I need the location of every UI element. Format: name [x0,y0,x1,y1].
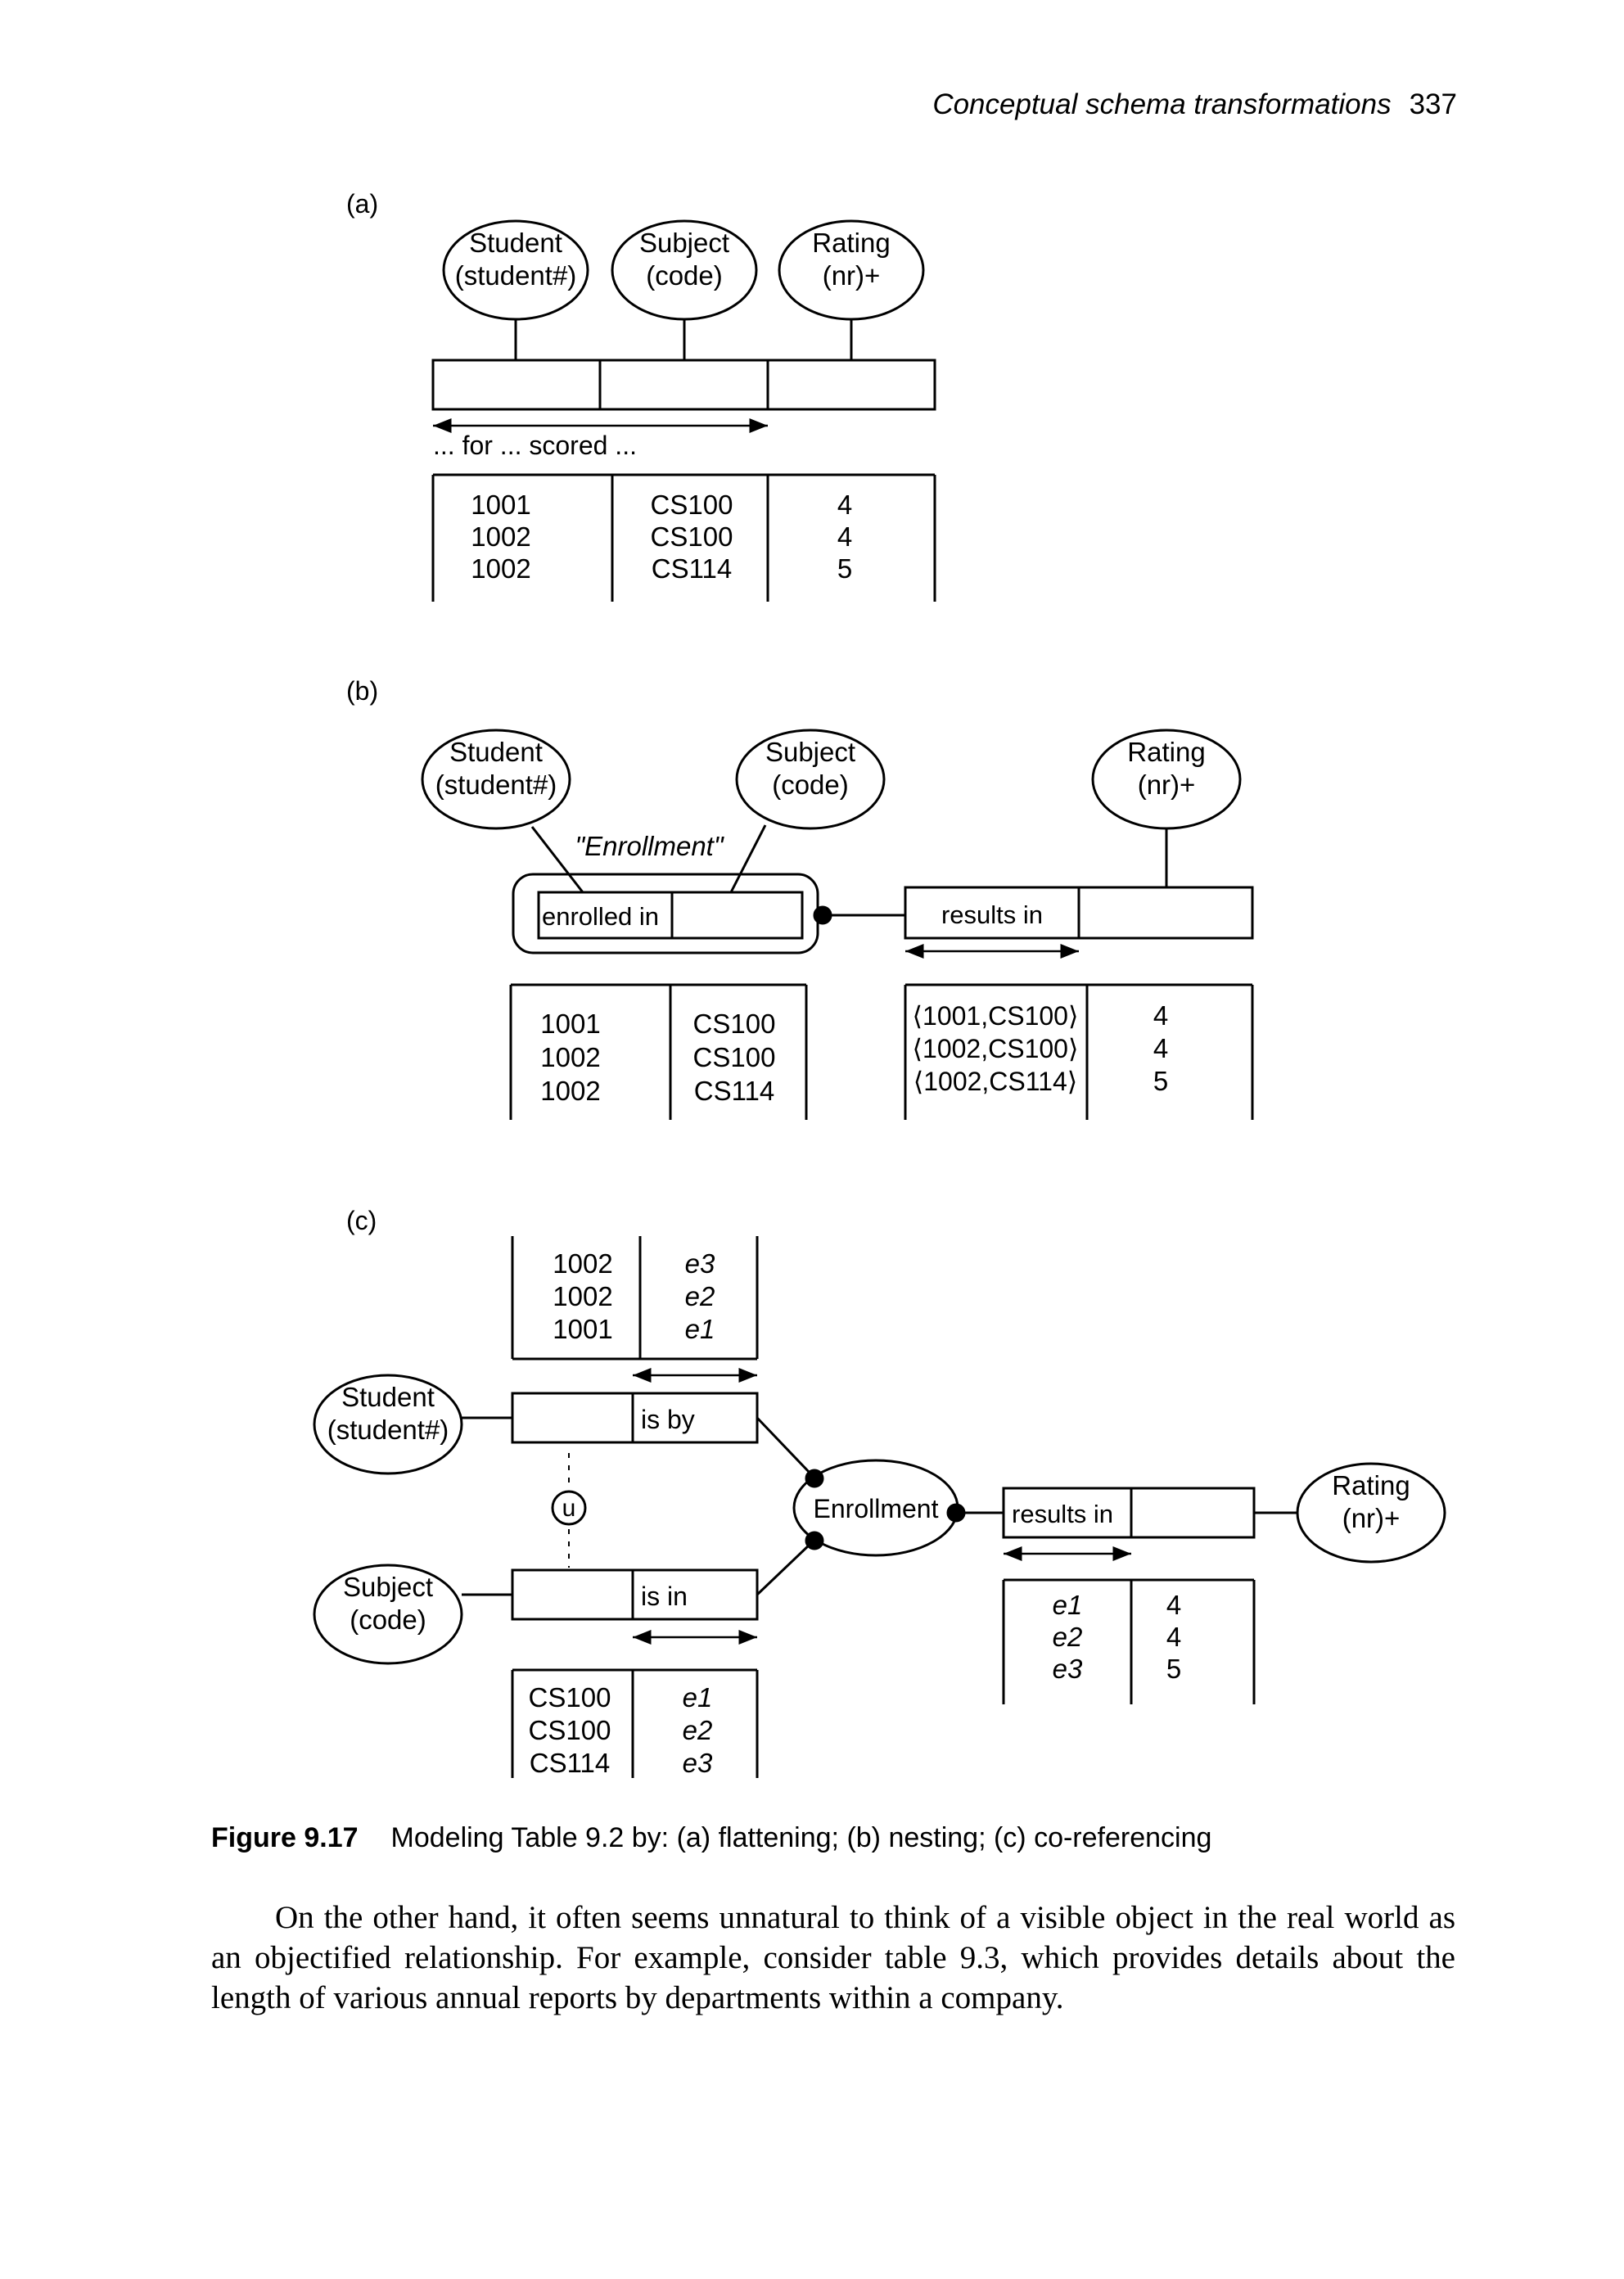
b-c1-r2: CS114 [694,1076,774,1106]
student-entity [313,1374,463,1475]
rating-name: Rating [1332,1470,1410,1501]
b-c0-r1: 1002 [540,1042,600,1072]
panel-a: (a) Student (student#) Subject (code) Ra… [346,189,936,602]
c-bot-c0-r0: CS100 [529,1682,611,1713]
c-top-c0-r2: 1001 [553,1314,612,1344]
a-c0-r2: 1002 [471,553,530,584]
b-res-c1-r2: 5 [1153,1066,1168,1096]
figure-caption-text: Modeling Table 9.2 by: (a) flattening; (… [390,1822,1212,1853]
is-by-fact-box [511,1392,759,1444]
student-ref: (student#) [435,769,557,800]
subject-entity [313,1564,463,1665]
enrollment-name: Enrollment [814,1494,939,1523]
student-entity [421,729,571,830]
page-number: 337 [1409,88,1457,120]
c-bot-c0-r2: CS114 [530,1748,610,1778]
enrolled-in-fact-box [537,891,804,940]
c-res-c0-r0: e1 [1053,1590,1083,1620]
ternary-fact-box [431,359,936,411]
a-c0-r0: 1001 [471,490,530,520]
rating-name: Rating [1127,737,1205,767]
subject-entity [735,729,886,830]
b-c0-r2: 1002 [540,1076,600,1106]
c-bot-c1-r2: e3 [683,1748,713,1778]
subject-name: Subject [343,1572,433,1602]
c-res-c0-r2: e3 [1053,1654,1083,1684]
rating-entity [1296,1462,1446,1564]
b-c1-r1: CS100 [693,1042,776,1072]
c-top-c1-r2: e1 [685,1314,715,1344]
b-res-c1-r1: 4 [1153,1033,1168,1063]
results-in-label: results in [941,900,1043,929]
c-top-c1-r0: e3 [685,1248,715,1279]
subject-ref: (code) [350,1604,426,1635]
c-top-c0-r0: 1002 [553,1248,612,1279]
is-by-label: is by [641,1405,695,1434]
student-ref: (student#) [455,260,577,291]
c-res-c0-r1: e2 [1053,1622,1083,1652]
rating-ref: (nr)+ [823,260,881,291]
a-c2-r2: 5 [837,553,852,584]
body-paragraph: On the other hand, it often seems unnatu… [211,1900,1455,2015]
panel-b-label: (b) [346,676,378,706]
student-name: Student [449,737,543,767]
panel-b: (b) Student (student#) Subject (code) Ra… [346,676,1254,1120]
a-c1-r2: CS114 [652,553,732,584]
a-c2-r0: 4 [837,490,852,520]
figure-caption-label: Figure 9.17 [211,1822,359,1853]
b-res-c0-r0: ⟨1001,CS100⟩ [913,1001,1079,1031]
external-uniqueness-letter: u [562,1495,576,1522]
external-uniqueness-circle [551,1490,587,1526]
reading-text: ... for ... scored ... [433,431,637,460]
b-res-c1-r0: 4 [1153,1000,1168,1031]
results-in-label: results in [1012,1500,1113,1528]
mandatory-dot [805,1531,824,1550]
c-res-c1-r0: 4 [1166,1590,1181,1620]
subject-name: Subject [639,228,729,258]
mandatory-dot [805,1469,824,1488]
c-bot-c1-r0: e1 [683,1682,713,1713]
rating-ref: (nr)+ [1138,769,1196,800]
panel-c: (c) 1002 1002 1001 e3 e2 e1 Student (stu… [313,1206,1446,1778]
rating-ref: (nr)+ [1342,1503,1401,1533]
student-name: Student [341,1382,435,1412]
figure-caption: Figure 9.17 Modeling Table 9.2 by: (a) fl… [211,1822,1488,1854]
panel-c-label: (c) [346,1206,377,1235]
subject-name: Subject [765,737,855,767]
enrolled-in-label: enrolled in [542,902,659,931]
rating-name: Rating [812,228,890,258]
c-top-c1-r1: e2 [685,1281,715,1311]
c-bot-c1-r1: e2 [683,1715,713,1745]
objectified-name: "Enrollment" [575,831,724,861]
a-c0-r1: 1002 [471,521,530,552]
student-name: Student [469,228,562,258]
c-bot-c0-r1: CS100 [529,1715,611,1745]
c-res-c1-r1: 4 [1166,1622,1181,1652]
student-ref: (student#) [327,1415,449,1445]
running-header: Conceptual schema transformations 337 [737,88,1457,121]
is-in-label: is in [641,1582,688,1611]
running-title: Conceptual schema transformations [932,88,1392,120]
a-c2-r1: 4 [837,521,852,552]
b-res-c0-r2: ⟨1002,CS114⟩ [914,1067,1078,1096]
c-top-c0-r1: 1002 [553,1281,612,1311]
c-res-c1-r2: 5 [1166,1654,1181,1684]
b-res-c0-r1: ⟨1002,CS100⟩ [913,1034,1079,1063]
is-in-fact-box [511,1568,759,1621]
b-c0-r0: 1001 [540,1009,600,1039]
b-c1-r0: CS100 [693,1009,776,1039]
a-c1-r0: CS100 [651,490,733,520]
panel-a-label: (a) [346,189,378,219]
subject-ref: (code) [646,260,723,291]
a-c1-r1: CS100 [651,521,733,552]
subject-ref: (code) [772,769,849,800]
